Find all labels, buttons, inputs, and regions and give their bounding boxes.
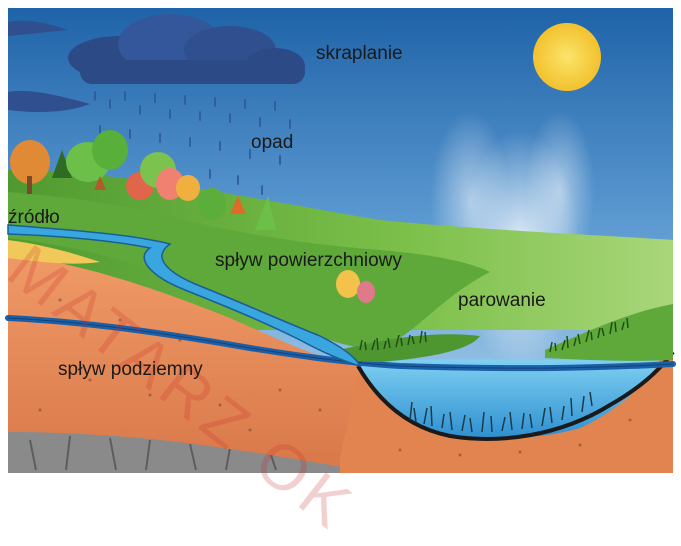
label-spring: źródło: [8, 208, 60, 227]
water-cycle-diagram: [0, 0, 681, 481]
label-condensation: skraplanie: [316, 44, 403, 63]
label-evaporation: parowanie: [458, 291, 546, 310]
tree-yellow-icon: [336, 270, 360, 298]
label-surface-runoff: spływ powierzchniowy: [215, 251, 402, 270]
label-underground-runoff: spływ podziemny: [58, 360, 203, 379]
sun-icon: [533, 23, 601, 91]
label-precipitation: opad: [251, 133, 293, 152]
